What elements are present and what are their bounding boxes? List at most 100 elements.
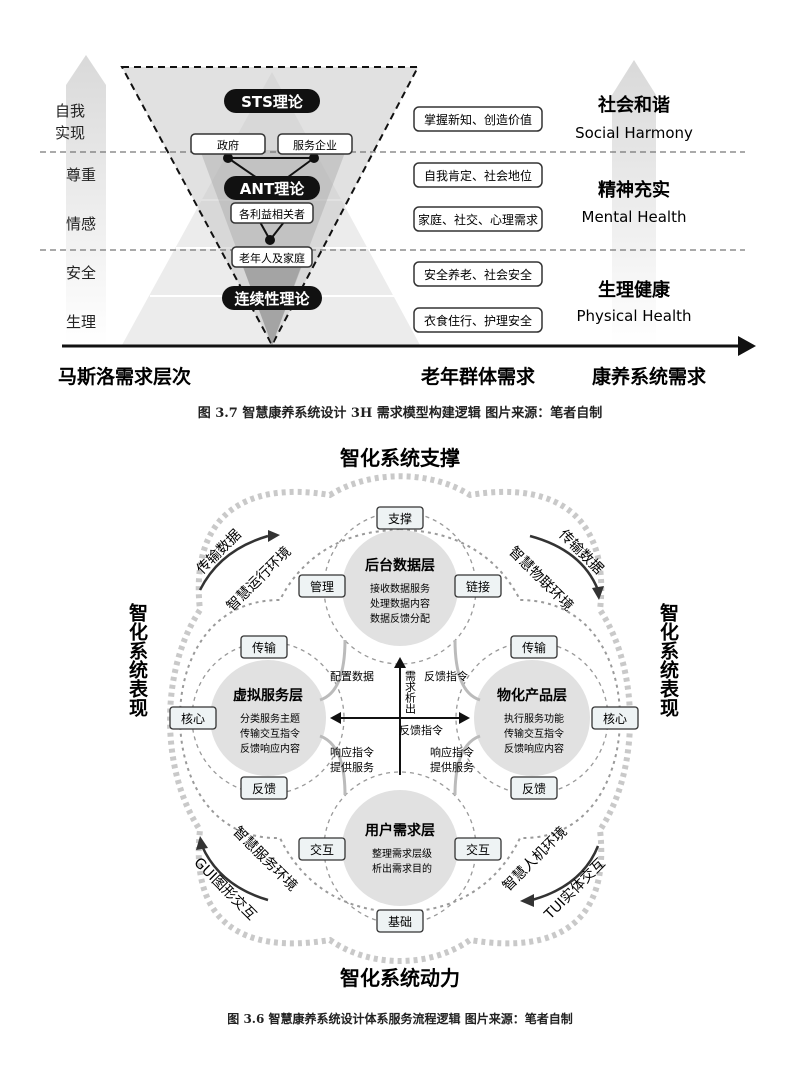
system-support-title: 智化系统支撑	[340, 446, 460, 470]
elderly-axis-label: 老年群体需求	[421, 365, 536, 388]
svg-text:传输: 传输	[522, 640, 546, 655]
layer-item: 分类服务主题	[240, 712, 300, 725]
layer-item: 反馈响应内容	[240, 742, 300, 755]
arc-arrow-bottom-left	[200, 845, 269, 902]
center-label: 提供服务	[430, 760, 474, 774]
system-display-left: 智化系统表现	[126, 602, 148, 718]
figure-3-6-caption: 图 3.6 智慧康养系统设计体系服务流程逻辑 图片来源：笔者自制	[227, 1012, 573, 1026]
center-label: 响应指令	[430, 745, 474, 759]
health-cn-label: 生理健康	[598, 279, 671, 301]
tag-link: 链接	[454, 574, 502, 598]
health-cn-label: 精神充实	[598, 179, 670, 201]
svg-text:支撑: 支撑	[388, 511, 412, 526]
continuity-theory-label: 连续性理论	[234, 290, 310, 308]
service-enterprise-label: 服务企业	[293, 138, 337, 152]
tag-interact-left: 交互	[298, 837, 346, 861]
layer-item: 数据反馈分配	[370, 612, 430, 625]
arc-label: 传输数据	[555, 527, 606, 578]
maslow-level-label: 情感	[66, 215, 96, 233]
tag-transmit-right: 传输	[510, 635, 558, 659]
system-power-title: 智化系统动力	[340, 966, 460, 990]
elderly-family-box	[231, 246, 313, 268]
figure-3h-model: 自我实现 尊重 情感 安全 生理 STS理论 ANT理论 连续性理论 政府 服务…	[40, 55, 756, 388]
svg-text:安全养老、社会安全: 安全养老、社会安全	[424, 267, 532, 282]
health-cn-label: 社会和谐	[598, 94, 670, 116]
layer-item: 接收数据服务	[370, 582, 430, 595]
svg-text:基础: 基础	[388, 915, 412, 929]
user-layer-circle	[342, 790, 458, 906]
svg-text:核心: 核心	[181, 712, 205, 726]
svg-text:交互: 交互	[310, 842, 334, 857]
svg-text:反馈: 反馈	[522, 782, 546, 796]
svg-text:管理: 管理	[310, 579, 334, 594]
service-enterprise-box	[277, 133, 353, 155]
tag-basis: 基础	[376, 909, 424, 933]
continuity-theory-pill	[222, 286, 322, 310]
arc-label: 智慧服务环境	[229, 824, 300, 895]
ant-theory-pill	[224, 176, 320, 200]
backend-layer-circle	[342, 530, 458, 646]
sts-theory-label: STS理论	[241, 93, 304, 111]
svg-text:传输: 传输	[252, 640, 276, 655]
center-label: 反馈指令	[399, 723, 443, 737]
tag-support: 支撑	[376, 506, 424, 530]
arc-arrow-top-left	[198, 534, 269, 591]
center-label: 配置数据	[330, 669, 374, 683]
backend-layer-title: 后台数据层	[365, 557, 435, 574]
figure-3-7-caption: 图 3.7 智慧康养系统设计 3H 需求模型构建逻辑 图片来源：笔者自制	[197, 406, 603, 421]
virtual-layer-title: 虚拟服务层	[233, 687, 303, 704]
svg-text:自我肯定、社会地位: 自我肯定、社会地位	[424, 168, 532, 183]
tag-interact-right: 交互	[454, 837, 502, 861]
center-label: 提供服务	[330, 760, 374, 774]
need-box: 掌握新知、创造价值	[413, 106, 543, 132]
maslow-up-arrow	[66, 55, 106, 345]
tag-core-left: 核心	[169, 706, 217, 730]
maslow-level-label: 生理	[66, 313, 96, 331]
main-axis-arrowhead	[738, 336, 756, 356]
maslow-level-label: 自我实现	[55, 102, 85, 142]
svg-text:衣食住行、护理安全: 衣食住行、护理安全	[424, 313, 532, 328]
tag-core-right: 核心	[591, 706, 639, 730]
ant-theory-label: ANT理论	[240, 180, 305, 198]
user-layer-title: 用户需求层	[365, 822, 435, 839]
outer-dotted-boundary	[167, 473, 633, 964]
health-en-label: Social Harmony	[575, 124, 693, 142]
stakeholders-box	[230, 202, 314, 224]
arc-arrow-bottom-right	[531, 845, 600, 902]
layer-item: 传输交互指令	[504, 727, 564, 740]
figure-service-flow: 智化系统支撑 智化系统动力 智化系统表现 智化系统表现 传输数据 智慧运行环境 …	[126, 446, 679, 990]
svg-text:链接: 链接	[466, 579, 490, 594]
tag-feedback-right: 反馈	[510, 776, 558, 800]
arc-label: 智慧运行环境	[224, 544, 295, 615]
maslow-axis-label: 马斯洛需求层次	[58, 365, 191, 388]
health-up-arrow	[612, 60, 656, 345]
need-box: 自我肯定、社会地位	[413, 162, 543, 188]
layer-item: 处理数据内容	[370, 597, 430, 610]
elderly-family-label: 老年人及家庭	[239, 251, 305, 265]
kangyang-axis-label: 康养系统需求	[592, 365, 707, 388]
layer-item: 执行服务功能	[504, 712, 564, 725]
stakeholders-label: 各利益相关者	[239, 207, 305, 221]
layer-item: 整理需求层级	[372, 847, 432, 860]
government-label: 政府	[217, 138, 239, 152]
need-box: 衣食住行、护理安全	[413, 307, 543, 333]
system-display-right: 智化系统表现	[657, 602, 679, 718]
maslow-level-label: 安全	[66, 264, 96, 282]
layer-item: 析出需求目的	[372, 862, 432, 875]
center-label: 需求析出	[404, 670, 417, 714]
layer-item: 反馈响应内容	[504, 742, 564, 755]
need-box: 家庭、社交、心理需求	[413, 206, 543, 232]
layer-item: 传输交互指令	[240, 727, 300, 740]
government-box	[190, 133, 266, 155]
svg-text:掌握新知、创造价值: 掌握新知、创造价值	[424, 112, 532, 127]
maslow-level-label: 尊重	[66, 166, 96, 184]
need-box: 安全养老、社会安全	[413, 261, 543, 287]
product-layer-circle	[474, 660, 590, 776]
tag-manage: 管理	[298, 574, 346, 598]
arc-label: 传输数据	[194, 527, 245, 578]
sts-theory-pill	[224, 89, 320, 113]
arc-label: 智慧人机环境	[500, 824, 571, 895]
svg-text:交互: 交互	[466, 842, 490, 857]
svg-text:家庭、社交、心理需求: 家庭、社交、心理需求	[418, 212, 538, 227]
svg-text:核心: 核心	[603, 712, 627, 726]
